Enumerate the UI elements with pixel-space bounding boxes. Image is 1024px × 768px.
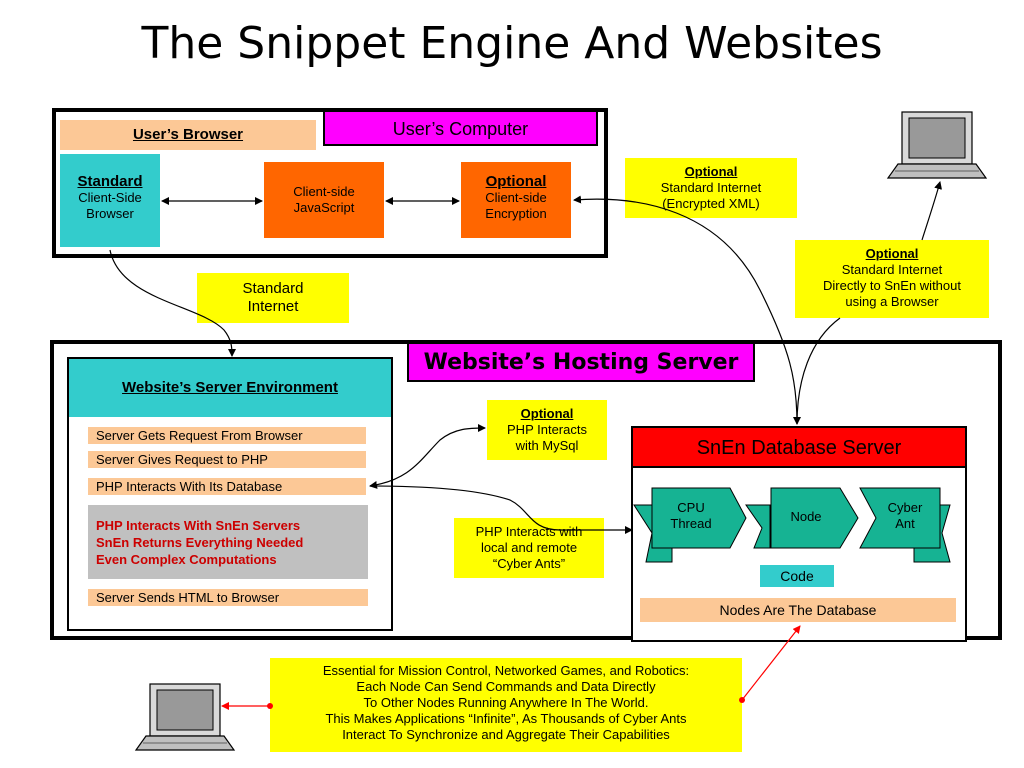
server-environment-heading: Website’s Server Environment [122, 379, 338, 396]
javascript-line1: Client-side [293, 184, 355, 199]
nodes-database-bar: Nodes Are The Database [640, 598, 956, 622]
mission-line1: Essential for Mission Control, Networked… [322, 663, 690, 678]
users-browser-text: User’s Browser [132, 126, 244, 143]
php-mysql-line1: PHP Interacts [507, 422, 587, 437]
standard-line2: Browser [86, 206, 134, 221]
mission-line4: This Makes Applications “Infinite”, As T… [325, 711, 687, 726]
node-label: Node [790, 509, 822, 524]
standard-internet-callout: Standard Internet [197, 273, 349, 323]
cyber-ants-line3: “Cyber Ants” [492, 556, 566, 571]
step-server-gets-request: Server Gets Request From Browser [88, 427, 366, 444]
snen-servers-panel: PHP Interacts With SnEn Servers SnEn Ret… [88, 505, 368, 579]
cyber-ants-line2: local and remote [480, 540, 578, 555]
optional-heading: Optional [485, 173, 547, 190]
optional-line2: Encryption [485, 206, 547, 221]
php-mysql-line2: with MySql [515, 438, 579, 453]
standard-internet-line2: Internet [247, 298, 299, 315]
step-server-sends-html: Server Sends HTML to Browser [88, 589, 368, 606]
users-browser-label: User’s Browser [60, 120, 316, 150]
arrow-callout-laptop [921, 181, 942, 241]
cyber-line1: Cyber [887, 500, 923, 515]
snen-database-header: SnEn Database Server [633, 428, 965, 468]
client-javascript-box: Client-side JavaScript [264, 162, 384, 238]
page-title: The Snippet Engine And Websites [141, 18, 883, 69]
cyber-ants-line1: PHP Interacts with [475, 524, 583, 539]
mission-line3: To Other Nodes Running Anywhere In The W… [363, 695, 649, 710]
snen-line3: Even Complex Computations [96, 552, 277, 567]
laptop-icon-bottom-left [134, 683, 236, 751]
direct-snen-line1: Standard Internet [841, 262, 943, 277]
php-mysql-heading: Optional [520, 406, 574, 421]
cyber-line2: Ant [895, 516, 915, 531]
javascript-line2: JavaScript [293, 200, 355, 215]
standard-browser-box: Standard Client-Side Browser [60, 154, 160, 247]
step-php-database: PHP Interacts With Its Database [88, 478, 366, 495]
step-server-gives-request: Server Gives Request to PHP [88, 451, 366, 468]
cpu-line1: CPU [677, 500, 705, 515]
encrypted-xml-callout: Optional Standard Internet (Encrypted XM… [625, 158, 797, 218]
standard-line1: Client-Side [78, 190, 142, 205]
standard-internet-line1: Standard [242, 280, 304, 297]
direct-snen-heading: Optional [865, 246, 919, 261]
optional-line1: Client-side [485, 190, 547, 205]
snen-line2: SnEn Returns Everything Needed [96, 535, 304, 550]
encrypted-xml-line2: (Encrypted XML) [662, 196, 760, 211]
cyber-ants-callout: PHP Interacts with local and remote “Cyb… [454, 518, 604, 578]
direct-snen-line3: using a Browser [845, 294, 939, 309]
mission-line5: Interact To Synchronize and Aggregate Th… [342, 727, 670, 742]
standard-heading: Standard [77, 173, 143, 190]
code-box: Code [760, 565, 834, 587]
cpu-line2: Thread [670, 516, 712, 531]
encrypted-xml-heading: Optional [684, 164, 738, 179]
direct-snen-callout: Optional Standard Internet Directly to S… [795, 240, 989, 318]
mission-line2: Each Node Can Send Commands and Data Dir… [356, 679, 656, 694]
php-mysql-callout: Optional PHP Interacts with MySql [487, 400, 607, 460]
laptop-icon-top-right [886, 111, 988, 179]
cpu-thread-label: CPU Thread [652, 500, 730, 532]
cyber-ant-label: Cyber Ant [870, 500, 940, 532]
encrypted-xml-line1: Standard Internet [660, 180, 762, 195]
client-encryption-box: Optional Client-side Encryption [461, 162, 571, 238]
hosting-server-label: Website’s Hosting Server [407, 342, 755, 382]
direct-snen-line2: Directly to SnEn without [822, 278, 961, 293]
snen-line1: PHP Interacts With SnEn Servers [96, 518, 301, 533]
server-environment-header: Website’s Server Environment [69, 359, 391, 417]
mission-control-callout: Essential for Mission Control, Networked… [270, 658, 742, 752]
users-computer-label: User’s Computer [323, 110, 598, 146]
